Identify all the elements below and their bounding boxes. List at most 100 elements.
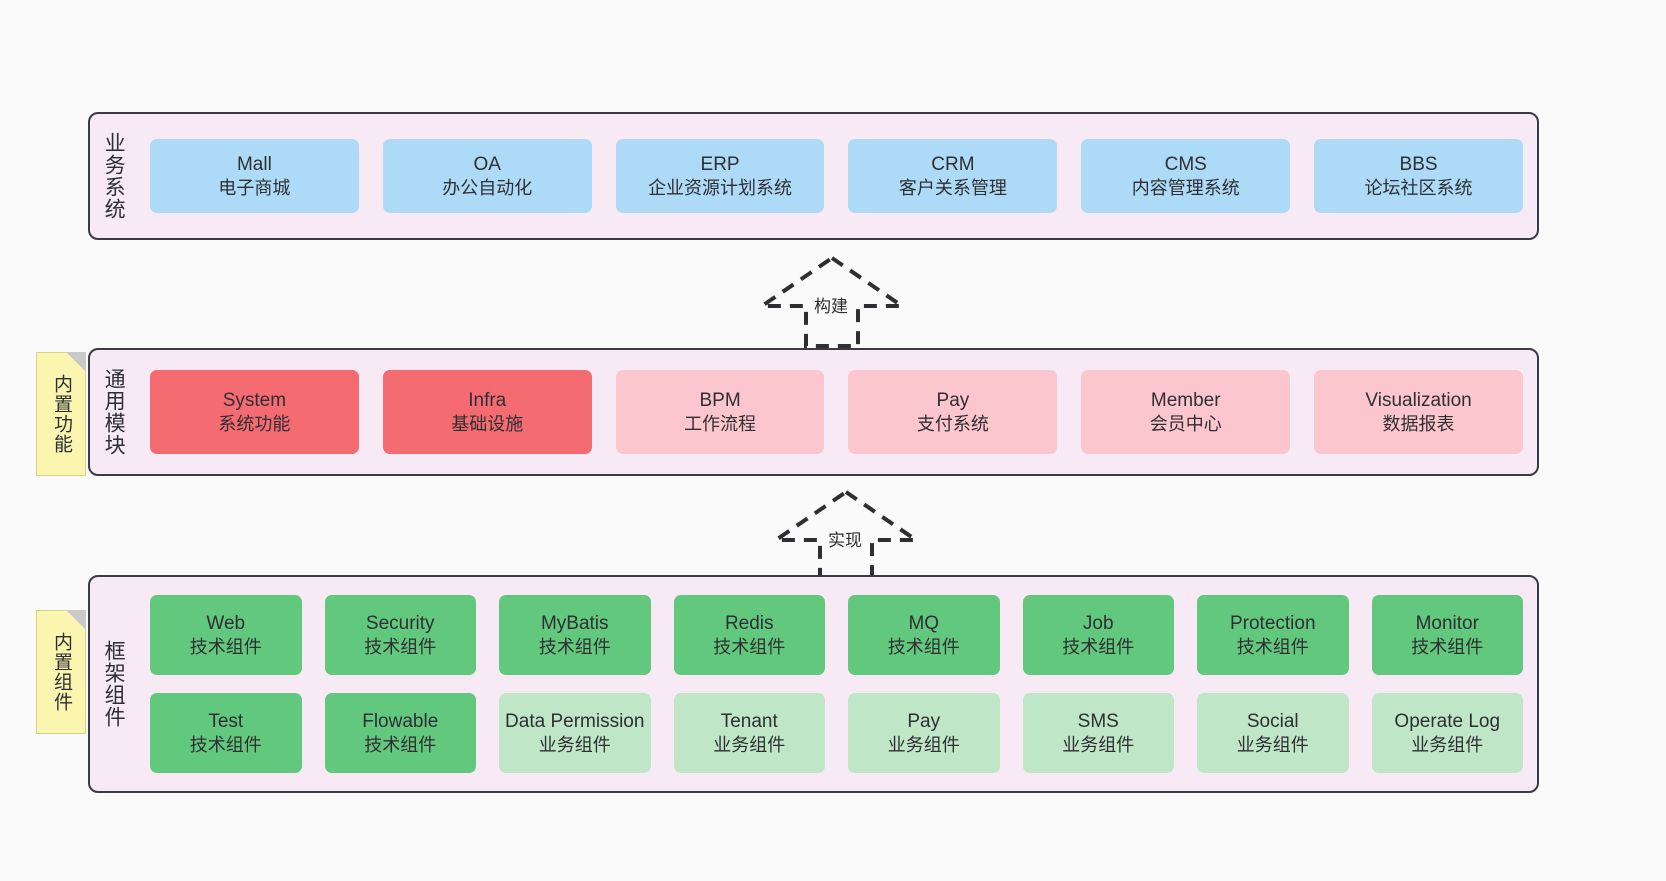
card-title-cn: 支付系统 — [916, 413, 989, 434]
card-crm[interactable]: CRM 客户关系管理 — [848, 139, 1058, 213]
card-cms[interactable]: CMS 内容管理系统 — [1081, 139, 1291, 213]
card-title-en: Security — [365, 612, 435, 634]
card-tenant[interactable]: Tenant 业务组件 — [673, 693, 825, 773]
card-erp[interactable]: ERP 企业资源计划系统 — [615, 139, 825, 213]
layer-business-systems: 业务系统 Mall 电子商城 OA 办公自动化 ERP 企业资源计划系统 CRM… — [88, 112, 1539, 240]
arrow-label-implement: 实现 — [828, 531, 862, 550]
card-title-en: Web — [206, 612, 246, 634]
card-test[interactable]: Test 技术组件 — [150, 693, 302, 773]
layer-title-framework: 框架组件 — [102, 640, 126, 728]
card-title-cn: 客户关系管理 — [898, 177, 1007, 198]
card-title-en: Operate Log — [1394, 710, 1501, 732]
card-title-cn: 办公自动化 — [442, 177, 533, 198]
card-protection[interactable]: Protection 技术组件 — [1197, 595, 1349, 675]
card-oa[interactable]: OA 办公自动化 — [382, 139, 592, 213]
generalization-arrow-build: 构建 — [752, 255, 912, 348]
card-title-en: Pay — [936, 389, 970, 411]
card-title-en: Redis — [724, 612, 774, 634]
note-builtin-features: 内置功能 — [36, 352, 86, 476]
card-title-en: Visualization — [1365, 389, 1472, 411]
card-title-cn: 技术组件 — [713, 636, 786, 657]
note-text: 内置组件 — [50, 632, 72, 712]
card-mall[interactable]: Mall 电子商城 — [150, 139, 359, 213]
dashed-hollow-arrow-icon — [755, 255, 909, 348]
card-title-en: Pay — [907, 710, 941, 732]
card-title-en: MyBatis — [540, 612, 609, 634]
card-title-cn: 技术组件 — [1411, 636, 1484, 657]
card-bbs[interactable]: BBS 论坛社区系统 — [1314, 139, 1523, 213]
card-title-cn: 业务组件 — [538, 734, 611, 755]
card-title-cn: 技术组件 — [538, 636, 611, 657]
card-title-cn: 业务组件 — [1236, 734, 1309, 755]
card-title-en: ERP — [700, 153, 740, 175]
card-title-en: Member — [1150, 389, 1221, 411]
card-title-cn: 会员中心 — [1149, 413, 1222, 434]
layer-framework-components: 框架组件 Web 技术组件 Security 技术组件 MyBatis 技术组件… — [88, 575, 1539, 793]
card-title-cn: 基础设施 — [451, 413, 524, 434]
card-title-en: Data Permission — [505, 710, 645, 732]
card-title-en: CRM — [931, 153, 975, 175]
arrow-label-build: 构建 — [814, 297, 848, 316]
card-title-cn: 技术组件 — [364, 636, 437, 657]
card-job[interactable]: Job 技术组件 — [1022, 595, 1174, 675]
card-title-en: Protection — [1229, 612, 1316, 634]
card-title-cn: 论坛社区系统 — [1364, 177, 1473, 198]
common-card-row: System 系统功能 Infra 基础设施 BPM 工作流程 Pay 支付系统… — [150, 370, 1523, 454]
card-mq[interactable]: MQ 技术组件 — [848, 595, 1000, 675]
card-pay[interactable]: Pay 支付系统 — [848, 370, 1058, 454]
business-card-row: Mall 电子商城 OA 办公自动化 ERP 企业资源计划系统 CRM 客户关系… — [150, 139, 1523, 213]
card-sms[interactable]: SMS 业务组件 — [1022, 693, 1174, 773]
card-title-cn: 电子商城 — [218, 177, 291, 198]
card-title-en: CMS — [1164, 153, 1207, 175]
card-pay-biz[interactable]: Pay 业务组件 — [848, 693, 1000, 773]
generalization-arrow-implement: 实现 — [766, 489, 926, 582]
card-redis[interactable]: Redis 技术组件 — [673, 595, 825, 675]
layer-title-business: 业务系统 — [102, 132, 126, 220]
card-mybatis[interactable]: MyBatis 技术组件 — [499, 595, 651, 675]
card-flowable[interactable]: Flowable 技术组件 — [324, 693, 476, 773]
card-social[interactable]: Social 业务组件 — [1197, 693, 1349, 773]
card-data-permission[interactable]: Data Permission 业务组件 — [499, 693, 651, 773]
card-title-cn: 业务组件 — [1062, 734, 1135, 755]
card-title-cn: 业务组件 — [713, 734, 786, 755]
card-monitor[interactable]: Monitor 技术组件 — [1371, 595, 1523, 675]
dashed-hollow-arrow-icon — [769, 489, 923, 582]
card-title-cn: 技术组件 — [1236, 636, 1309, 657]
card-title-en: SMS — [1077, 710, 1119, 732]
card-title-en: Mall — [236, 153, 272, 175]
card-title-en: Tenant — [720, 710, 778, 732]
card-title-en: MQ — [908, 612, 940, 634]
layer-common-modules: 通用模块 System 系统功能 Infra 基础设施 BPM 工作流程 Pay… — [88, 348, 1539, 476]
card-member[interactable]: Member 会员中心 — [1081, 370, 1291, 454]
card-title-cn: 工作流程 — [684, 413, 757, 434]
card-title-en: BBS — [1399, 153, 1438, 175]
layer-body-common: System 系统功能 Infra 基础设施 BPM 工作流程 Pay 支付系统… — [136, 350, 1537, 474]
note-text: 内置功能 — [50, 374, 72, 454]
card-title-en: Monitor — [1415, 612, 1479, 634]
card-web[interactable]: Web 技术组件 — [150, 595, 302, 675]
card-title-cn: 技术组件 — [189, 734, 262, 755]
framework-tech-row: Web 技术组件 Security 技术组件 MyBatis 技术组件 Redi… — [150, 595, 1523, 675]
card-title-cn: 技术组件 — [887, 636, 960, 657]
layer-body-business: Mall 电子商城 OA 办公自动化 ERP 企业资源计划系统 CRM 客户关系… — [136, 114, 1537, 238]
card-title-cn: 系统功能 — [218, 413, 291, 434]
card-title-en: Test — [208, 710, 244, 732]
framework-biz-row: Test 技术组件 Flowable 技术组件 Data Permission … — [150, 693, 1523, 773]
card-title-en: System — [222, 389, 287, 411]
card-title-en: BPM — [699, 389, 741, 411]
card-visualization[interactable]: Visualization 数据报表 — [1314, 370, 1523, 454]
card-title-cn: 内容管理系统 — [1131, 177, 1240, 198]
card-title-cn: 技术组件 — [1062, 636, 1135, 657]
card-title-en: Job — [1082, 612, 1114, 634]
card-system[interactable]: System 系统功能 — [150, 370, 359, 454]
card-title-en: OA — [473, 153, 501, 175]
card-title-cn: 业务组件 — [887, 734, 960, 755]
card-bpm[interactable]: BPM 工作流程 — [615, 370, 825, 454]
card-security[interactable]: Security 技术组件 — [324, 595, 476, 675]
card-title-cn: 业务组件 — [1411, 734, 1484, 755]
card-title-en: Flowable — [362, 710, 439, 732]
card-title-cn: 技术组件 — [189, 636, 262, 657]
card-infra[interactable]: Infra 基础设施 — [382, 370, 592, 454]
card-operate-log[interactable]: Operate Log 业务组件 — [1371, 693, 1523, 773]
